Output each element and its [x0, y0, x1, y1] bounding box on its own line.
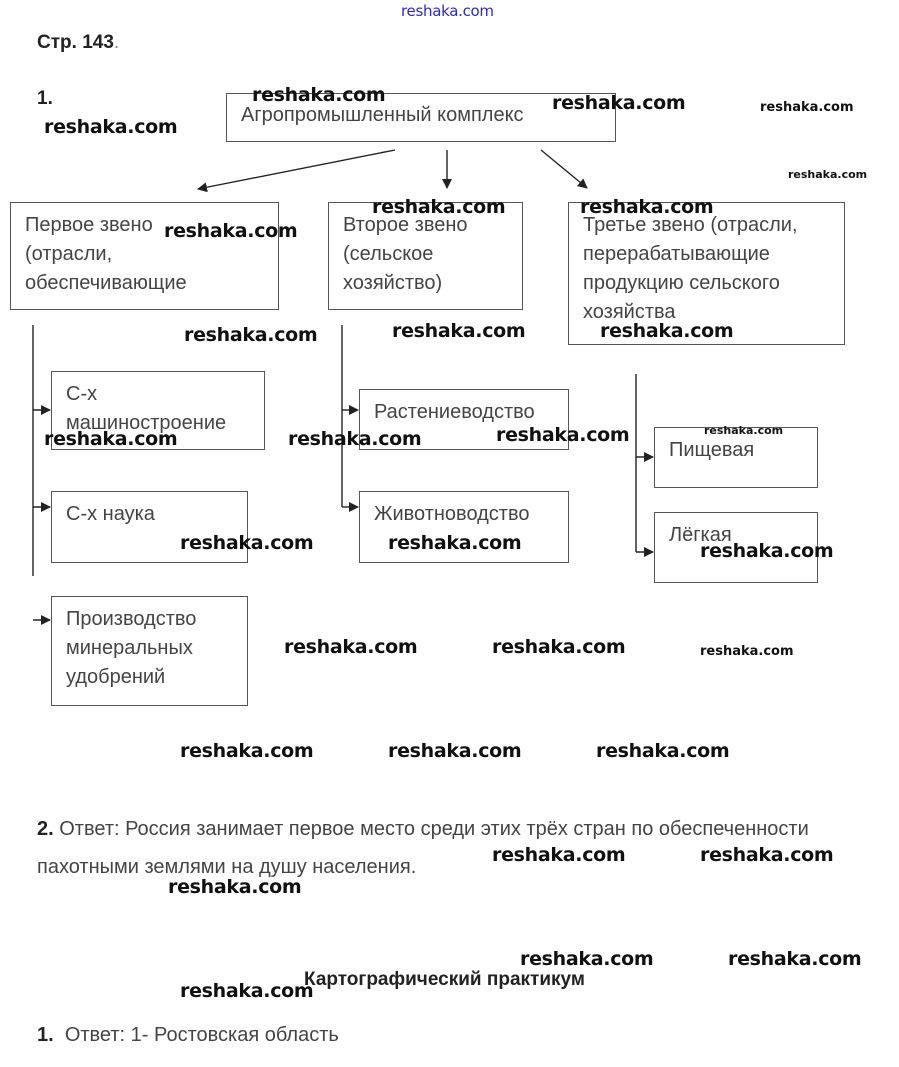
box-text: С-х: [66, 383, 98, 405]
watermark: reshaka.com: [284, 636, 418, 658]
task2-answer: 2. Ответ: Россия занимает первое место с…: [37, 810, 897, 886]
watermark: reshaka.com: [492, 636, 626, 658]
watermark: reshaka.com: [600, 320, 734, 342]
food-industry-box: Пищевая: [654, 427, 818, 488]
box-text: Производство: [66, 608, 197, 630]
watermark: reshaka.com: [496, 424, 630, 446]
root-box: Агропромышленный комплекс: [226, 93, 616, 142]
watermark: reshaka.com: [392, 320, 526, 342]
link3-line: хозяйства: [583, 301, 676, 323]
link1-line: обеспечивающие: [25, 272, 187, 294]
task1-number: 1.: [37, 88, 53, 109]
box-text: машиностроение: [66, 412, 227, 434]
task2-line2: пахотными землями на душу населения.: [37, 856, 417, 878]
light-industry-box: Лёгкая: [654, 512, 818, 583]
box-text: Животноводство: [374, 503, 530, 525]
watermark: reshaka.com: [184, 324, 318, 346]
watermark: reshaka.com: [520, 948, 654, 970]
watermark: reshaka.com: [180, 532, 314, 554]
watermark: reshaka.com: [44, 116, 178, 138]
watermark: reshaka.com: [372, 196, 506, 218]
link1-line: (отрасли,: [25, 243, 113, 265]
watermark: reshaka.com: [552, 92, 686, 114]
sx-machinery-box: С-х машиностроение: [51, 371, 265, 450]
watermark: reshaka.com: [704, 424, 784, 437]
watermark: reshaka.com: [164, 220, 298, 242]
link3-line: перерабатывающие: [583, 243, 770, 265]
watermark: reshaka.com: [168, 876, 302, 898]
watermark: reshaka.com: [580, 196, 714, 218]
box-text: Пищевая: [669, 439, 755, 461]
sx-science-box: С-х наука: [51, 491, 248, 563]
page-label: Стр. 143.: [37, 32, 120, 53]
box-text: минеральных: [66, 637, 193, 659]
watermark: reshaka.com: [180, 980, 314, 1002]
fertilizer-box: Производство минеральных удобрений: [51, 596, 248, 706]
section-title: Картографический практикум: [304, 969, 585, 990]
map-task-answer: 1. Ответ: 1- Ростовская область: [37, 1024, 339, 1046]
box-text: удобрений: [66, 666, 166, 688]
link2-line: Второе звено: [343, 214, 468, 236]
link2-box: Второе звено (сельское хозяйство): [328, 202, 523, 310]
link2-line: (сельское: [343, 243, 434, 265]
link1-box: Первое звено (отрасли, обеспечивающие: [10, 202, 279, 310]
watermark-top: reshaka.com: [401, 2, 494, 20]
link3-box: Третье звено (отрасли, перерабатывающие …: [568, 202, 845, 345]
watermark: reshaka.com: [180, 740, 314, 762]
root-label: Агропромышленный комплекс: [241, 104, 524, 126]
livestock-box: Животноводство: [359, 491, 569, 563]
watermark: reshaka.com: [760, 100, 854, 115]
watermark: reshaka.com: [700, 540, 834, 562]
watermark: reshaka.com: [288, 428, 422, 450]
watermark: reshaka.com: [596, 740, 730, 762]
watermark: reshaka.com: [728, 948, 862, 970]
box-text: Лёгкая: [669, 524, 732, 546]
watermark: reshaka.com: [388, 740, 522, 762]
arrow-root-to-link3: [540, 149, 588, 189]
watermark: reshaka.com: [788, 168, 868, 181]
task2-line1: 2. Ответ: Россия занимает первое место с…: [37, 818, 809, 840]
box-text: С-х наука: [66, 503, 155, 525]
watermark: reshaka.com: [492, 844, 626, 866]
watermark: reshaka.com: [700, 844, 834, 866]
watermark: reshaka.com: [388, 532, 522, 554]
arrow-root-to-link1: [197, 149, 396, 193]
watermark: reshaka.com: [44, 428, 178, 450]
box-text: Растениеводство: [374, 401, 535, 423]
watermark: reshaka.com: [700, 644, 794, 659]
link1-line: Первое звено: [25, 214, 153, 236]
link3-line: Третье звено (отрасли,: [583, 214, 798, 236]
link3-line: продукцию сельского: [583, 272, 780, 294]
watermark: reshaka.com: [252, 84, 386, 106]
link2-line: хозяйство): [343, 272, 443, 294]
crop-farming-box: Растениеводство: [359, 389, 569, 450]
